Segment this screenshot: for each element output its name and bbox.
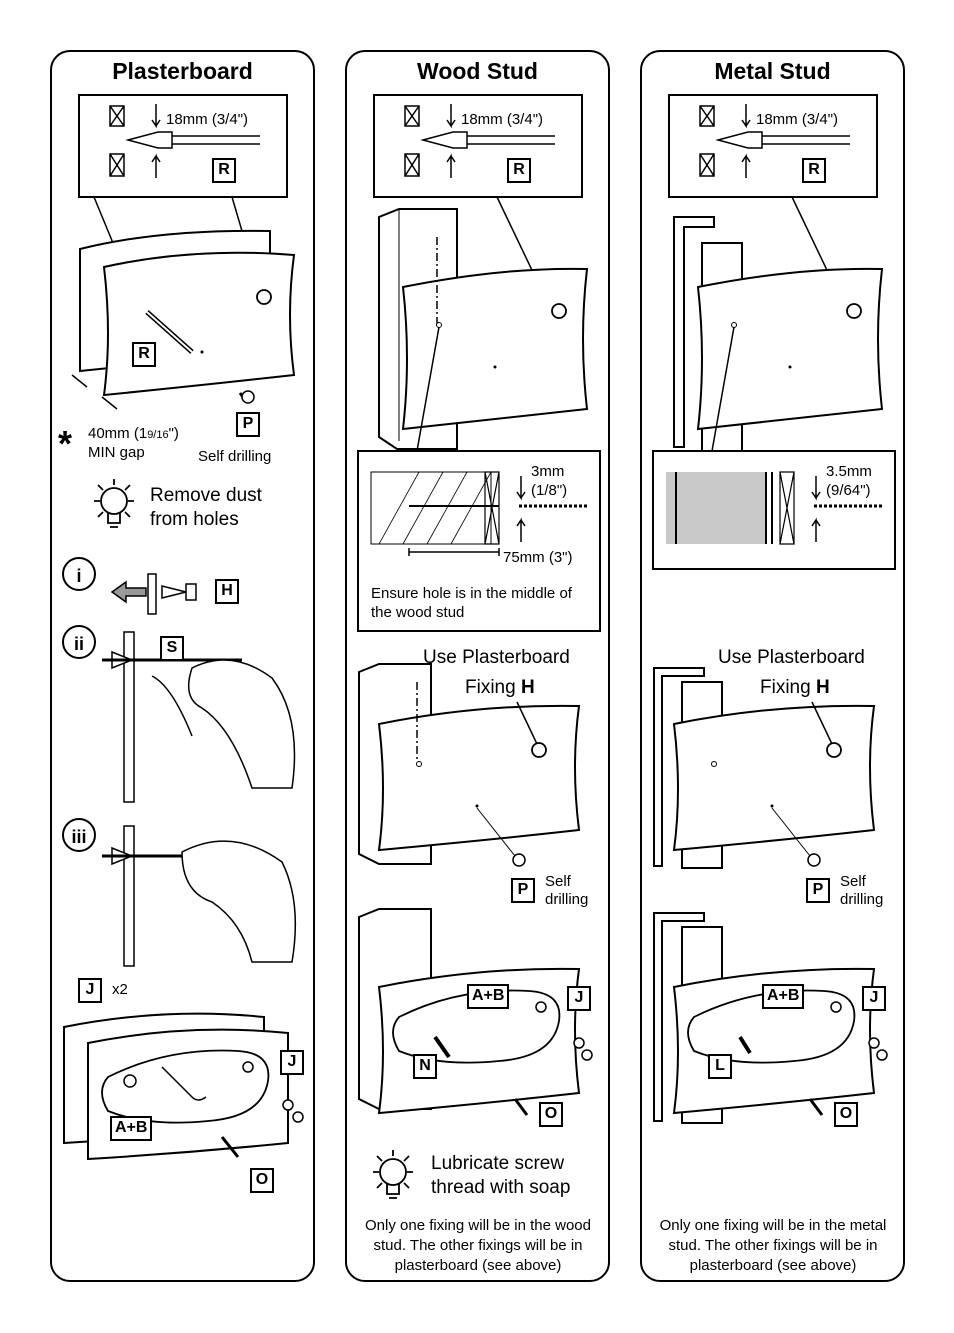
metal-section-icon (666, 471, 884, 545)
board-icon (71, 196, 296, 410)
tag-ab: A+B (110, 1116, 153, 1141)
pilot-size-line2: (9/64") (826, 482, 871, 499)
tag-j-top: J (78, 978, 102, 1003)
stud-icon (378, 196, 589, 452)
tip-soap-line1: Lubricate screw (431, 1153, 565, 1174)
tag-o: O (834, 1102, 858, 1127)
stud-board-icon (653, 667, 876, 869)
tag-l: L (708, 1054, 732, 1079)
drill-detail-box: 18mm (3/4") R (668, 94, 878, 198)
hand-icon (102, 631, 296, 803)
use-fixing-line1: Use Plasterboard (423, 647, 570, 668)
depth-label: 75mm (3") (503, 549, 573, 566)
asterisk-icon: * (58, 423, 73, 464)
drill-bit-icon (404, 104, 555, 178)
pilot-size-line1: 3.5mm (826, 463, 872, 480)
step-i-badge: i (62, 557, 96, 591)
use-fixing-line2: Fixing H (760, 677, 830, 698)
pilot-size-line1: 3mm (531, 463, 565, 480)
use-fixing-line2: Fixing H (465, 677, 535, 698)
tip-dust-line2: from holes (150, 509, 239, 530)
use-fixing-line1: Use Plasterboard (718, 647, 865, 668)
tag-r: R (802, 158, 826, 183)
tag-j: J (862, 986, 886, 1011)
drill-size-label: 18mm (3/4") (461, 111, 544, 128)
anchor-insert-icon (110, 573, 197, 615)
self-drilling-label: Self drilling (198, 448, 272, 465)
footer-note: Only one fixing will be in the wood stud… (365, 1217, 591, 1274)
tag-p: P (511, 878, 535, 903)
step-iii-badge: iii (62, 818, 96, 852)
tag-r-board: R (132, 342, 156, 367)
panel-title: Metal Stud (714, 58, 831, 84)
pilot-size-line2: (1/8") (531, 482, 568, 499)
tag-r: R (507, 158, 531, 183)
tag-r: R (212, 158, 236, 183)
tag-ab: A+B (762, 984, 805, 1009)
panel-title: Wood Stud (417, 58, 538, 84)
footer-note: Only one fixing will be in the metal stu… (659, 1217, 887, 1274)
self-line2: drilling (840, 891, 884, 908)
lightbulb-icon (94, 479, 134, 528)
tip-soap-line2: thread with soap (431, 1177, 571, 1198)
gap-label-line2: MIN gap (88, 444, 145, 461)
drill-detail-box: 18mm (3/4") R (373, 94, 583, 198)
drill-bit-icon (699, 104, 850, 178)
tag-s: S (160, 636, 184, 661)
bracket-icon (358, 908, 593, 1116)
panel-metal-stud: Metal Stud 18mm (3/4") R (640, 50, 905, 1282)
wood-section-icon (370, 471, 589, 556)
stud-icon (673, 196, 884, 454)
pilot-detail-box: 3.5mm (9/64") (652, 450, 896, 570)
drill-detail-box: 18mm (3/4") R (78, 94, 288, 198)
tag-o: O (250, 1168, 274, 1193)
ensure-note: Ensure hole is in the middle of the wood… (371, 585, 572, 621)
hand-tighten-icon (102, 825, 297, 967)
bracket-icon (63, 1012, 304, 1161)
qty-x2-label: x2 (112, 981, 128, 998)
drill-bit-icon (109, 104, 260, 178)
tag-j: J (280, 1050, 304, 1075)
tag-n: N (413, 1054, 437, 1079)
panel-title: Plasterboard (112, 58, 253, 84)
tag-p: P (236, 412, 260, 437)
panel-wood-stud: Wood Stud 18mm (3/4") R (345, 50, 610, 1282)
tip-dust-line1: Remove dust (150, 485, 262, 506)
bracket-icon (653, 912, 888, 1124)
lightbulb-icon (373, 1150, 413, 1199)
stud-board-icon (358, 663, 581, 867)
tag-h: H (215, 579, 239, 604)
self-line2: drilling (545, 891, 589, 908)
pilot-detail-box: 3mm (1/8") 75mm (3") Ensure hole is in t… (357, 450, 601, 632)
step-ii-badge: ii (62, 625, 96, 659)
self-line1: Self (840, 873, 866, 890)
tag-o: O (539, 1102, 563, 1127)
gap-label-line1: 40mm (19/16") (88, 425, 179, 442)
self-line1: Self (545, 873, 571, 890)
drill-size-label: 18mm (3/4") (756, 111, 839, 128)
tag-j: J (567, 986, 591, 1011)
panel-plasterboard: Plasterboard 18mm (3/4") R R P * 40mm (1… (50, 50, 315, 1282)
tag-p: P (806, 878, 830, 903)
drill-size-label: 18mm (3/4") (166, 111, 249, 128)
tag-ab: A+B (467, 984, 510, 1009)
